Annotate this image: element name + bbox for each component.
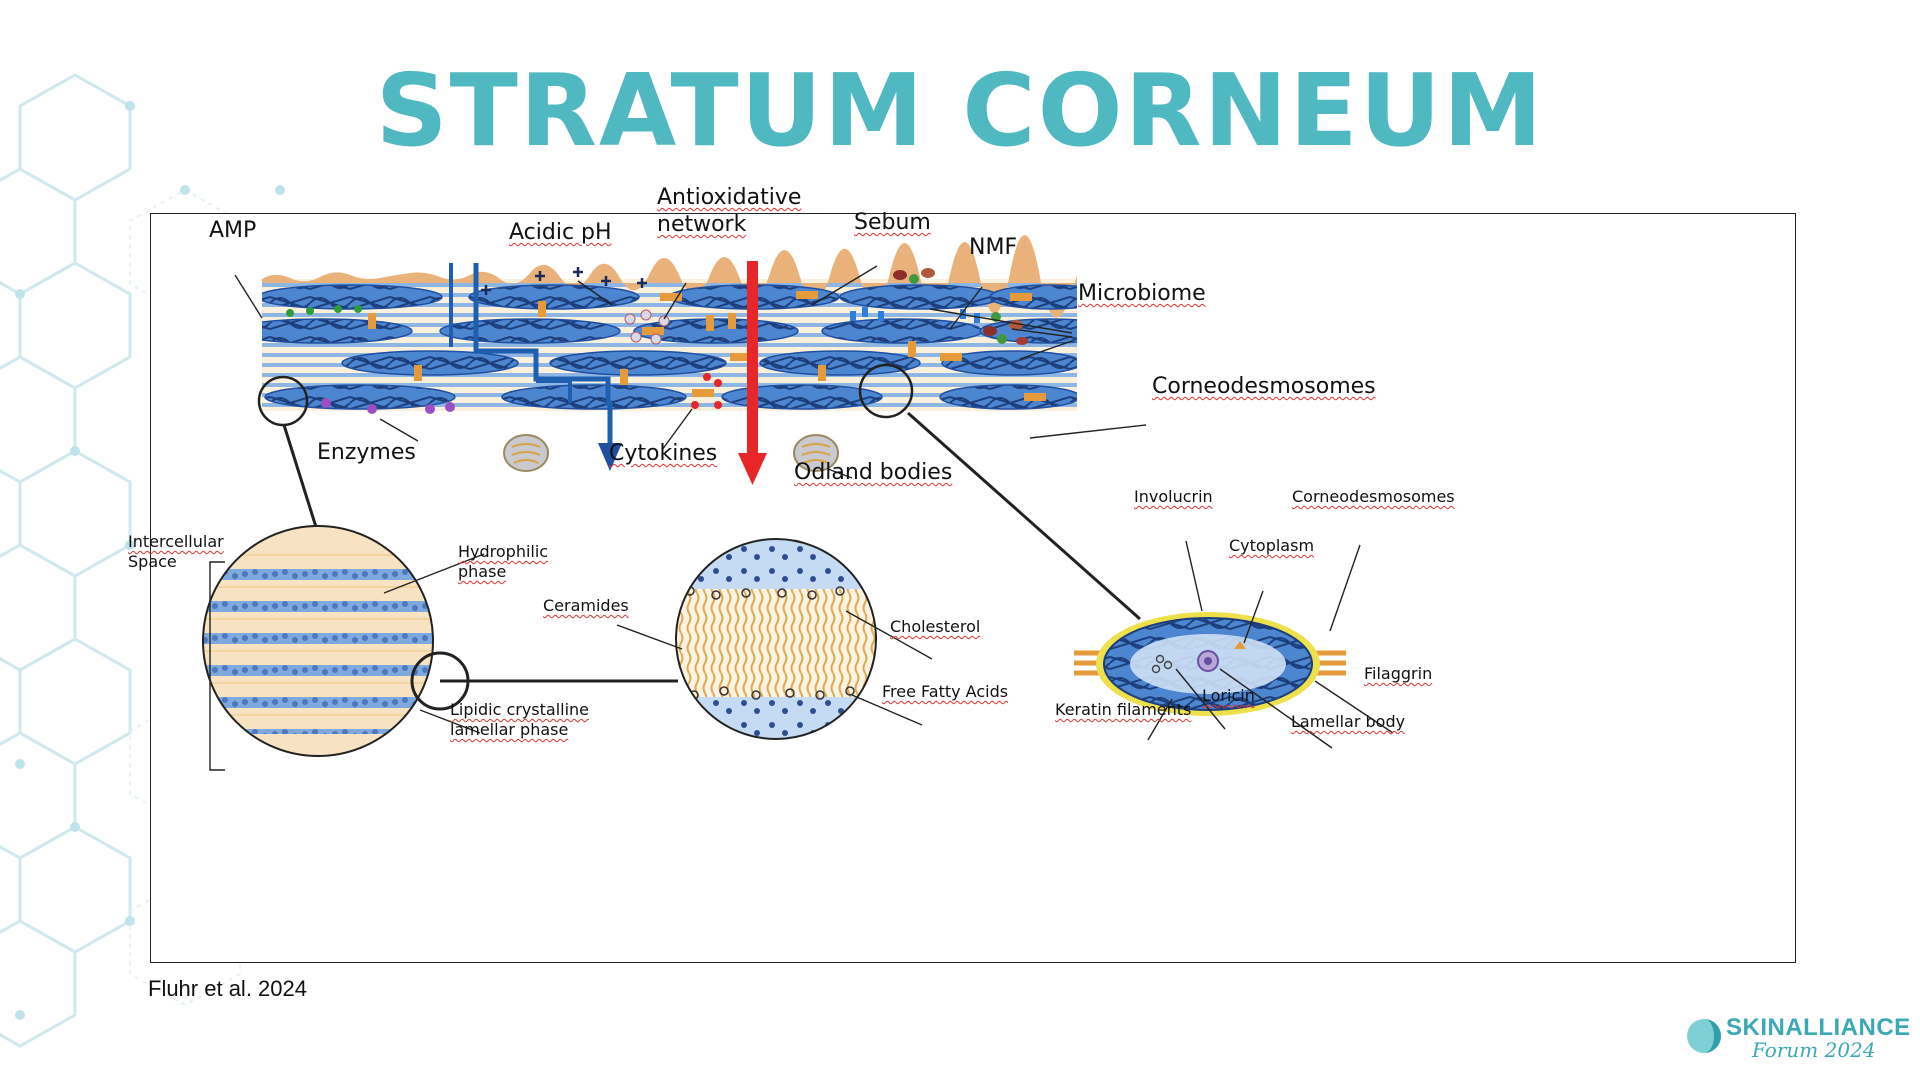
citation: Fluhr et al. 2024 — [148, 976, 307, 1001]
label-amp: AMP — [209, 218, 257, 243]
label-hydrophilic: Hydrophilic — [458, 542, 549, 561]
label-odland-bodies: Odland bodies — [794, 460, 953, 485]
label-cell-corneodesmosomes: Corneodesmosomes — [1292, 487, 1455, 506]
label-involucrin: Involucrin — [1134, 487, 1213, 506]
label-free-fatty-acids: Free Fatty Acids — [882, 682, 1009, 701]
label-ceramides: Ceramides — [543, 596, 629, 615]
label-loricin: Loricin — [1202, 686, 1255, 705]
label-nmf: NMF — [969, 235, 1018, 260]
drop-logo-icon — [1687, 1019, 1721, 1053]
label-acidic-ph: Acidic pH — [509, 220, 612, 245]
logo-name: SKINALLIANCE — [1726, 1014, 1911, 1041]
label-lipidic-crystalline: Lipidic crystalline — [450, 700, 590, 719]
label-sebum: Sebum — [854, 210, 931, 235]
slide-title: STRATUM CORNEUM — [375, 52, 1545, 169]
label-enzymes: Enzymes — [317, 440, 416, 465]
label-intercellular: Intercellular — [128, 532, 224, 551]
label-cytoplasm: Cytoplasm — [1229, 536, 1315, 555]
corneocyte-cell — [1074, 540, 1394, 749]
label-space: Space — [128, 552, 177, 571]
label-corneodesmosomes: Corneodesmosomes — [1152, 374, 1376, 399]
logo-sub: Forum 2024 — [1752, 1038, 1876, 1062]
label-cytokines: Cytokines — [609, 441, 718, 466]
lipid-molecules-circle — [616, 538, 933, 740]
stratum-corneum-diagram — [202, 234, 1394, 771]
label-phase: phase — [458, 562, 507, 581]
corneocyte-layer — [257, 234, 1077, 485]
label-microbiome: Microbiome — [1078, 281, 1206, 306]
label-lamellar-phase: lamellar phase — [450, 720, 569, 739]
label-lamellar-body: Lamellar body — [1291, 712, 1406, 731]
brand-logo: SKINALLIANCE Forum 2024 — [1682, 1010, 1910, 1062]
label-keratin-filaments: Keratin filaments — [1055, 700, 1192, 719]
label-cholesterol: Cholesterol — [890, 617, 981, 636]
label-network: network — [657, 212, 747, 237]
label-filaggrin: Filaggrin — [1364, 664, 1433, 683]
label-antioxidative: Antioxidative — [657, 185, 802, 210]
lipid-layers-circle — [202, 525, 485, 771]
